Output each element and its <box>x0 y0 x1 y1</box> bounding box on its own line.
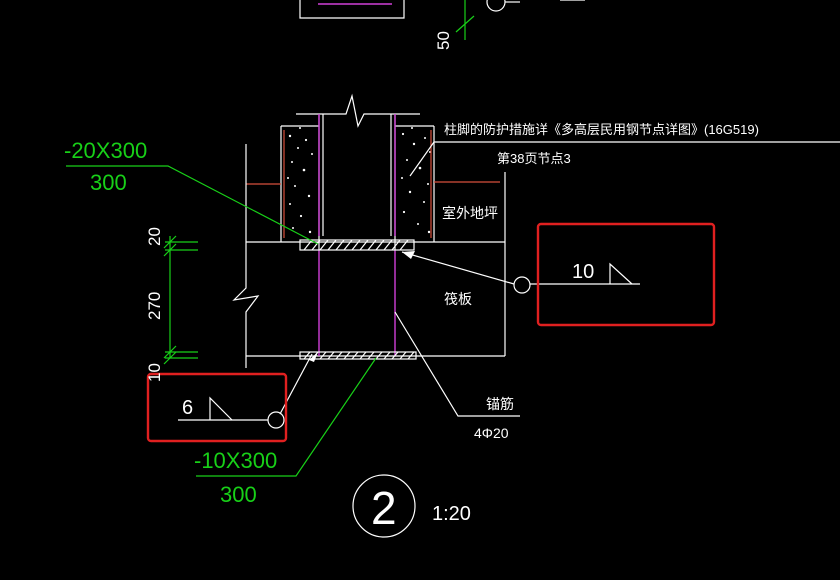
raft-foundation <box>232 144 506 368</box>
plate-callout-top: -20X300 300 <box>64 138 319 245</box>
weld-symbol-bottom: 6 <box>178 352 318 429</box>
raft-label: 筏板 <box>444 291 472 307</box>
top-plate-length: 300 <box>90 170 127 195</box>
note-line1: 柱脚的防护措施详《多高层民用钢节点详图》(16G519) <box>444 122 759 137</box>
plate-callout-bottom: -10X300 300 <box>194 357 377 507</box>
dim-270-label: 270 <box>145 292 164 320</box>
dim-50-label: 50 <box>434 31 453 50</box>
anchor-spec-label: 4Φ20 <box>474 425 509 441</box>
detail-scale: 1:20 <box>432 503 471 525</box>
weld-symbol-top: 10 <box>401 251 640 294</box>
top-fragment: 50 <box>299 0 585 50</box>
concrete-speckle <box>287 127 431 234</box>
anchor-bolt-label: 锚筋 <box>486 396 514 412</box>
detail-number: 2 <box>371 482 397 534</box>
dimension-chain: 20 270 10 <box>145 227 198 382</box>
weld-top-size: 10 <box>572 261 594 283</box>
outdoor-ground-label: 室外地坪 <box>442 205 498 221</box>
note-line2: 第38页节点3 <box>497 151 571 166</box>
dim-10-label: 10 <box>145 363 164 382</box>
column-encasement <box>246 93 500 250</box>
annotation-notes: 柱脚的防护措施详《多高层民用钢节点详图》(16G519) 第38页节点3 室外地… <box>394 122 840 441</box>
detail-marker: 2 1:20 <box>352 474 471 538</box>
bottom-plate-length: 300 <box>220 482 257 507</box>
bottom-plate-spec: -10X300 <box>194 448 277 473</box>
top-plate-spec: -20X300 <box>64 138 147 163</box>
weld-bottom-size: 6 <box>182 397 193 419</box>
highlight-box-weld-top <box>536 222 716 327</box>
dim-20-label: 20 <box>145 227 164 246</box>
highlight-box-weld-bottom <box>146 372 288 443</box>
